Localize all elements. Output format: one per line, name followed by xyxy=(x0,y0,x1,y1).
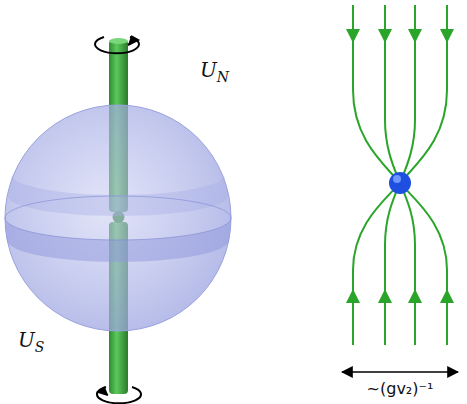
field-lines xyxy=(353,5,447,345)
width-label: ~(gv₂)⁻¹ xyxy=(367,381,434,397)
gauge-label: UN xyxy=(200,60,229,84)
sphere xyxy=(5,105,231,331)
rotation-arrows xyxy=(95,36,141,403)
width-arrow xyxy=(342,371,458,373)
gauge-label: US xyxy=(18,330,44,354)
monopole xyxy=(389,172,411,194)
